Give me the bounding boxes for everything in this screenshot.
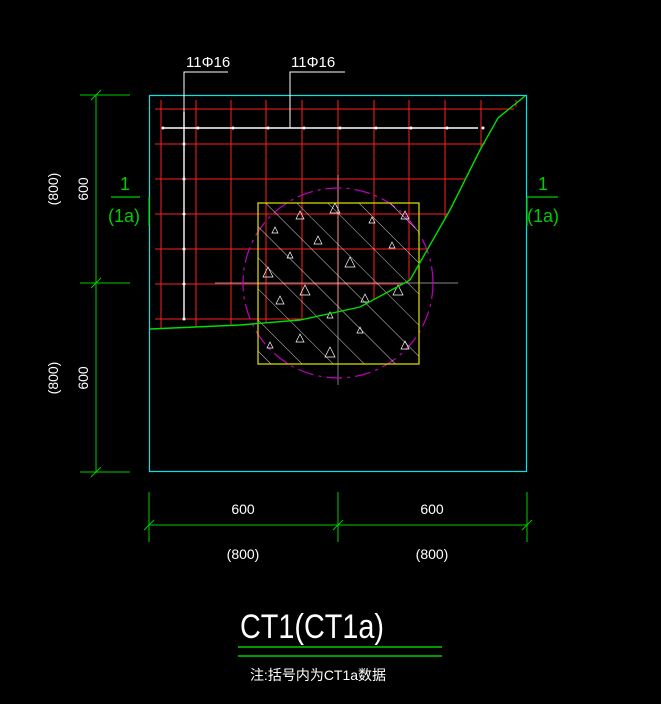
aggregate-mark bbox=[344, 256, 356, 268]
section-mark-right-number: 1 bbox=[538, 174, 548, 194]
rebar-dot bbox=[196, 126, 200, 130]
aggregate-mark bbox=[262, 266, 274, 278]
rebar-dot bbox=[445, 126, 449, 130]
aggregate-mark bbox=[299, 284, 311, 296]
aggregate-mark bbox=[360, 293, 370, 303]
rebar-dot bbox=[302, 126, 306, 130]
aggregate-mark bbox=[392, 284, 404, 296]
rebar-dot bbox=[266, 126, 270, 130]
section-mark-left-number: 1 bbox=[120, 174, 130, 194]
rebar-dot bbox=[481, 126, 485, 130]
drawing-title: CT1(CT1a) bbox=[240, 608, 384, 646]
section-mark-right-alt: (1a) bbox=[527, 206, 559, 226]
dim-bottom-right: 600 bbox=[420, 501, 444, 517]
column-aggregate bbox=[262, 202, 410, 358]
rebar-dot bbox=[182, 247, 186, 251]
drawing-note: 注:括号内为CT1a数据 bbox=[250, 667, 386, 683]
bottom-dimension bbox=[143, 492, 533, 542]
pile-circle bbox=[242, 187, 434, 379]
dim-left-upper: 600 bbox=[75, 177, 91, 201]
rebar-dot bbox=[409, 126, 413, 130]
aggregate-mark bbox=[286, 251, 294, 259]
rebar-label-left: 11Φ16 bbox=[186, 54, 230, 71]
aggregate-mark bbox=[313, 235, 323, 245]
section-mark-left: 1 (1a) bbox=[108, 174, 150, 226]
dim-left-lower-alt: (800) bbox=[45, 362, 61, 395]
dim-bottom-left: 600 bbox=[231, 501, 255, 517]
rebar-dot bbox=[338, 126, 342, 130]
aggregate-mark bbox=[295, 210, 305, 220]
rebar-dot bbox=[231, 126, 235, 130]
rebar-dot bbox=[182, 282, 186, 286]
aggregate-mark bbox=[356, 326, 364, 334]
rebar-dot bbox=[182, 142, 186, 146]
rebar-dot bbox=[182, 177, 186, 181]
dim-left-lower: 600 bbox=[75, 366, 91, 390]
rebar-dot bbox=[182, 212, 186, 216]
left-dimension bbox=[80, 89, 130, 478]
section-mark-right: 1 (1a) bbox=[526, 174, 559, 226]
bar-dots bbox=[161, 126, 485, 321]
aggregate-mark bbox=[266, 341, 274, 349]
section-mark-left-alt: (1a) bbox=[108, 206, 140, 226]
cap-outline bbox=[148, 94, 528, 473]
aggregate-mark bbox=[326, 311, 334, 319]
rebar-leader-left bbox=[183, 71, 228, 125]
aggregate-mark bbox=[388, 241, 396, 249]
rebar-dot bbox=[374, 126, 378, 130]
aggregate-mark bbox=[400, 210, 410, 220]
dim-bottom-right-alt: (800) bbox=[416, 546, 449, 562]
rebar-leader-right bbox=[289, 71, 345, 128]
column-hatch bbox=[258, 203, 419, 364]
aggregate-mark bbox=[329, 202, 341, 214]
aggregate-mark bbox=[368, 216, 376, 224]
column-outline bbox=[257, 202, 420, 365]
dim-left-upper-alt: (800) bbox=[45, 173, 61, 206]
rebar-label-right: 11Φ16 bbox=[291, 54, 335, 71]
rebar-dot bbox=[161, 126, 165, 130]
break-line bbox=[149, 95, 526, 330]
rebar-dot bbox=[182, 317, 186, 321]
aggregate-mark bbox=[400, 340, 410, 350]
aggregate-mark bbox=[271, 226, 279, 234]
aggregate-mark bbox=[324, 346, 336, 358]
aggregate-mark bbox=[295, 333, 305, 343]
dim-bottom-left-alt: (800) bbox=[227, 546, 260, 562]
aggregate-mark bbox=[275, 295, 285, 305]
